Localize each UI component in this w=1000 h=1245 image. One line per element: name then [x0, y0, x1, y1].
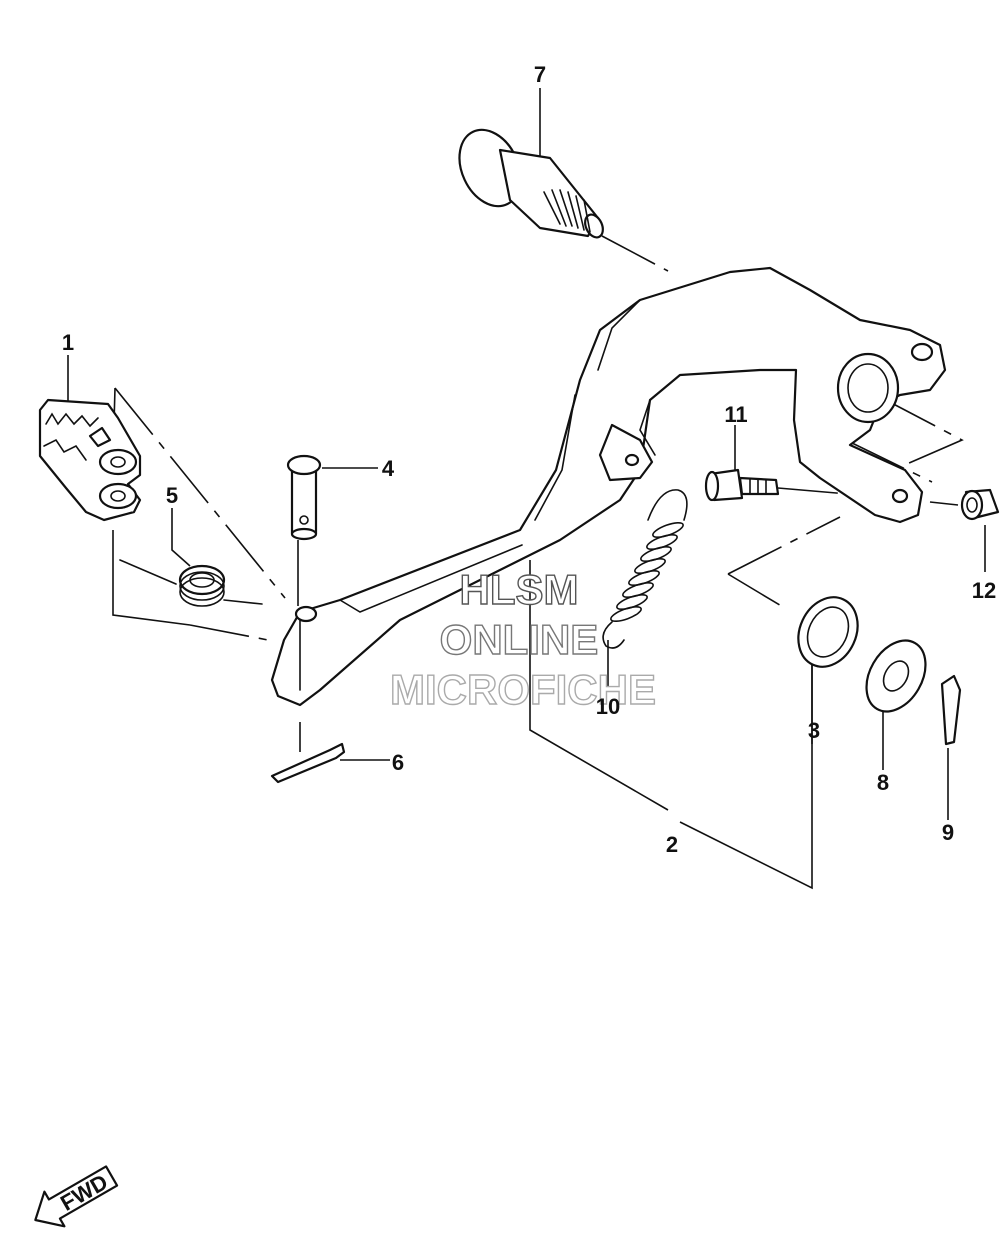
lever-arm-part-2 — [270, 266, 947, 707]
callout-12: 12 — [972, 578, 996, 603]
washer-part-8 — [865, 639, 927, 713]
bolt-part-11 — [704, 468, 780, 502]
callout-labels: 7 1 4 5 11 12 10 3 6 8 9 2 — [62, 62, 996, 857]
callout-2: 2 — [666, 832, 678, 857]
callout-7: 7 — [534, 62, 546, 87]
watermark-line-2: ONLINE — [440, 616, 599, 663]
callout-3: 3 — [808, 718, 820, 743]
watermark: HLSM ONLINE MICROFICHE — [389, 565, 656, 713]
callout-1: 1 — [62, 330, 74, 355]
callout-5: 5 — [166, 483, 178, 508]
seal-part-3 — [797, 596, 859, 668]
leader-lines — [67, 88, 986, 890]
arrow-left-icon — [34, 1165, 119, 1228]
cotter-pin-part-9 — [940, 674, 962, 746]
callout-9: 9 — [942, 820, 954, 845]
clevis-pin-part-4 — [286, 454, 322, 541]
callout-10: 10 — [596, 694, 620, 719]
shaft-bolt-part-7 — [458, 128, 604, 239]
bolt-threads — [543, 189, 591, 233]
callout-8: 8 — [877, 770, 889, 795]
tension-spring-part-10 — [602, 489, 688, 649]
forward-direction-indicator: FWD — [34, 1165, 119, 1228]
cotter-pin-part-6 — [270, 742, 346, 784]
bushing-part-12 — [960, 488, 1000, 521]
torsion-spring-part-5 — [119, 559, 263, 607]
callout-11: 11 — [724, 402, 747, 427]
watermark-line-3: MICROFICHE — [390, 666, 656, 713]
bracket-part-1 — [38, 398, 142, 522]
callout-4: 4 — [382, 456, 395, 481]
callout-6: 6 — [392, 750, 404, 775]
spring-coils — [610, 521, 684, 623]
watermark-line-1: HLSM — [460, 566, 579, 613]
